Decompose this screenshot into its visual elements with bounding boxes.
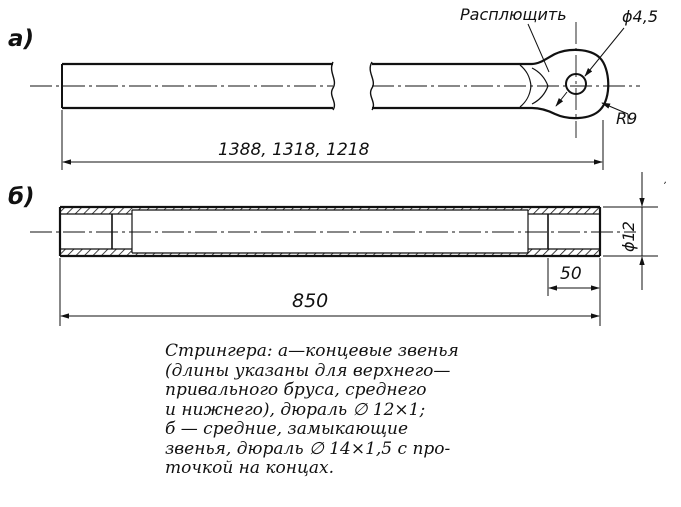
bore-length-dimension xyxy=(547,258,601,296)
length-b-label: 850 xyxy=(292,290,328,312)
wall-right-top xyxy=(528,207,600,214)
caption-line: привального бруса, среднего xyxy=(165,380,427,400)
caption-line: звенья, дюраль ∅ 14×1,5 с про- xyxy=(165,438,451,459)
outer-diameter-dimension xyxy=(603,172,658,290)
length-a-label: 1388, 1318, 1218 xyxy=(218,140,370,160)
radius-leader xyxy=(601,102,629,115)
wall-mid-top xyxy=(132,207,528,210)
length-b-dimension xyxy=(59,258,601,326)
flatten-leader xyxy=(527,23,550,73)
figure-caption: Стрингера: а—концевые звенья (длины указ… xyxy=(165,341,635,479)
radius-label: R9 xyxy=(616,109,637,128)
hole-diameter-leader-tail xyxy=(555,91,568,107)
wall-left-bottom xyxy=(60,249,132,256)
flatten-label: Расплющить xyxy=(460,5,567,24)
caption-line: Стрингера: а—концевые звенья xyxy=(165,341,459,361)
caption-line: б — средние, замыкающие xyxy=(165,419,409,439)
hole-diameter-label: ϕ4,5 xyxy=(622,7,658,26)
tube-a xyxy=(61,48,610,120)
wall-mid-bottom xyxy=(132,253,528,256)
hole-diameter-leader xyxy=(584,27,625,77)
length-a-dimension xyxy=(61,110,604,170)
outer-diameter-label: ϕ12 xyxy=(619,221,638,252)
caption-line: точкой на концах. xyxy=(165,458,334,478)
flattened-end xyxy=(531,48,610,120)
tube-b xyxy=(58,205,602,258)
bore-length-label: 50 xyxy=(560,264,582,284)
wall-left-top xyxy=(60,207,132,214)
centerline-a xyxy=(30,22,640,138)
caption-line: (длины указаны для верхнего— xyxy=(165,360,451,381)
small-mark: , xyxy=(664,175,667,186)
caption-line: и нижнего), дюраль ∅ 12×1; xyxy=(165,399,426,420)
part-b-label: б) xyxy=(8,184,35,210)
part-a-label: а) xyxy=(8,26,34,52)
wall-right-bottom xyxy=(528,249,600,256)
